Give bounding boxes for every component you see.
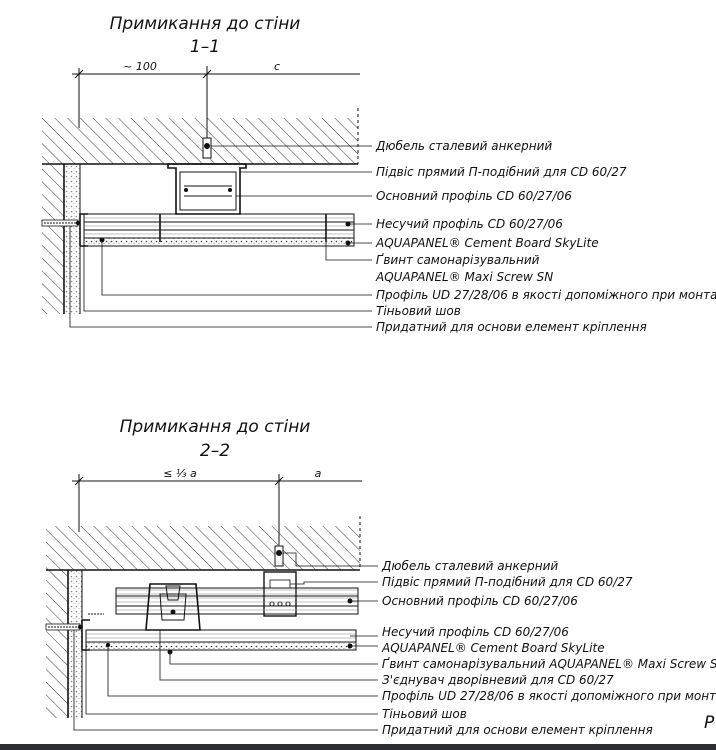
- section-1-dimension: ~ 100 c: [72, 60, 360, 140]
- label-shadow-joint-2: Тіньовий шов: [382, 707, 467, 721]
- label-fastener: Придатний для основи елемент кріплення: [376, 320, 647, 334]
- label-screw: Ґвинт самонарізувальний: [376, 253, 540, 267]
- section-2-subtitle: 2–2: [200, 441, 230, 461]
- section-1-dim-left: ~ 100: [123, 60, 157, 73]
- section-1-title: Примикання до стіни: [110, 14, 301, 34]
- section-1-ceiling-slab: [42, 118, 358, 164]
- label-carrying-profile: Несучий профіль CD 60/27/06: [376, 217, 563, 231]
- section-1-labels: Дюбель сталевий анкерний Підвіс прямий П…: [375, 139, 716, 334]
- label-cement-board: AQUAPANEL® Cement Board SkyLite: [375, 236, 599, 250]
- label-ud-profile: Профіль UD 27/28/06 в якості допоміжного…: [376, 288, 716, 302]
- section-1-wall: [42, 164, 64, 314]
- label-hanger-2: Підвіс прямий П-подібний для CD 60/27: [382, 575, 633, 589]
- section-1-leaders: [69, 145, 372, 328]
- section-1-dim-right: c: [274, 60, 280, 73]
- label-anchor: Дюбель сталевий анкерний: [375, 139, 552, 153]
- label-screw-2: Ґвинт самонарізувальний AQUAPANEL® Maxi …: [382, 657, 716, 671]
- section-2: Примикання до стіни 2–2 ≤ ⅓ a a: [45, 417, 716, 737]
- section-2-ceiling-slab: [46, 526, 360, 570]
- label-ud-profile-2: Профіль UD 27/28/06 в якості допоміжного…: [382, 689, 716, 703]
- section-2-leaders: [73, 552, 378, 731]
- label-carrying-profile-2: Несучий профіль CD 60/27/06: [382, 625, 569, 639]
- label-hanger: Підвіс прямий П-подібний для CD 60/27: [376, 165, 627, 179]
- section-2-title: Примикання до стіни: [120, 417, 311, 437]
- label-shadow-joint: Тіньовий шов: [376, 304, 461, 318]
- section-2-cement-board: [85, 641, 357, 651]
- corner-mark: P: [704, 713, 715, 733]
- section-2-main-profile: [115, 587, 359, 615]
- label-main-profile-2: Основний профіль CD 60/27/06: [382, 594, 578, 608]
- section-1-cement-board: [83, 237, 355, 247]
- section-2-dim-right: a: [315, 467, 322, 480]
- section-2-carrying-profile: [85, 629, 357, 643]
- section-2-dim-left: ≤ ⅓ a: [163, 467, 197, 480]
- section-1: Примикання до стіни 1–1 ~ 100 c: [41, 14, 716, 334]
- label-anchor-2: Дюбель сталевий анкерний: [381, 559, 558, 573]
- label-main-profile: Основний профіль CD 60/27/06: [376, 189, 572, 203]
- label-connector-2: З'єднувач дворівневий для CD 60/27: [382, 673, 614, 687]
- label-maxi-screw: AQUAPANEL® Maxi Screw SN: [375, 270, 553, 284]
- bottom-edge-strip: [0, 744, 716, 750]
- label-fastener-2: Придатний для основи елемент кріплення: [382, 723, 653, 737]
- section-1-carrying-profile: [83, 213, 355, 239]
- section-1-subtitle: 1–1: [190, 37, 220, 57]
- section-2-wall: [46, 570, 68, 718]
- label-cement-board-2: AQUAPANEL® Cement Board SkyLite: [381, 641, 605, 655]
- section-2-labels: Дюбель сталевий анкерний Підвіс прямий П…: [381, 559, 716, 737]
